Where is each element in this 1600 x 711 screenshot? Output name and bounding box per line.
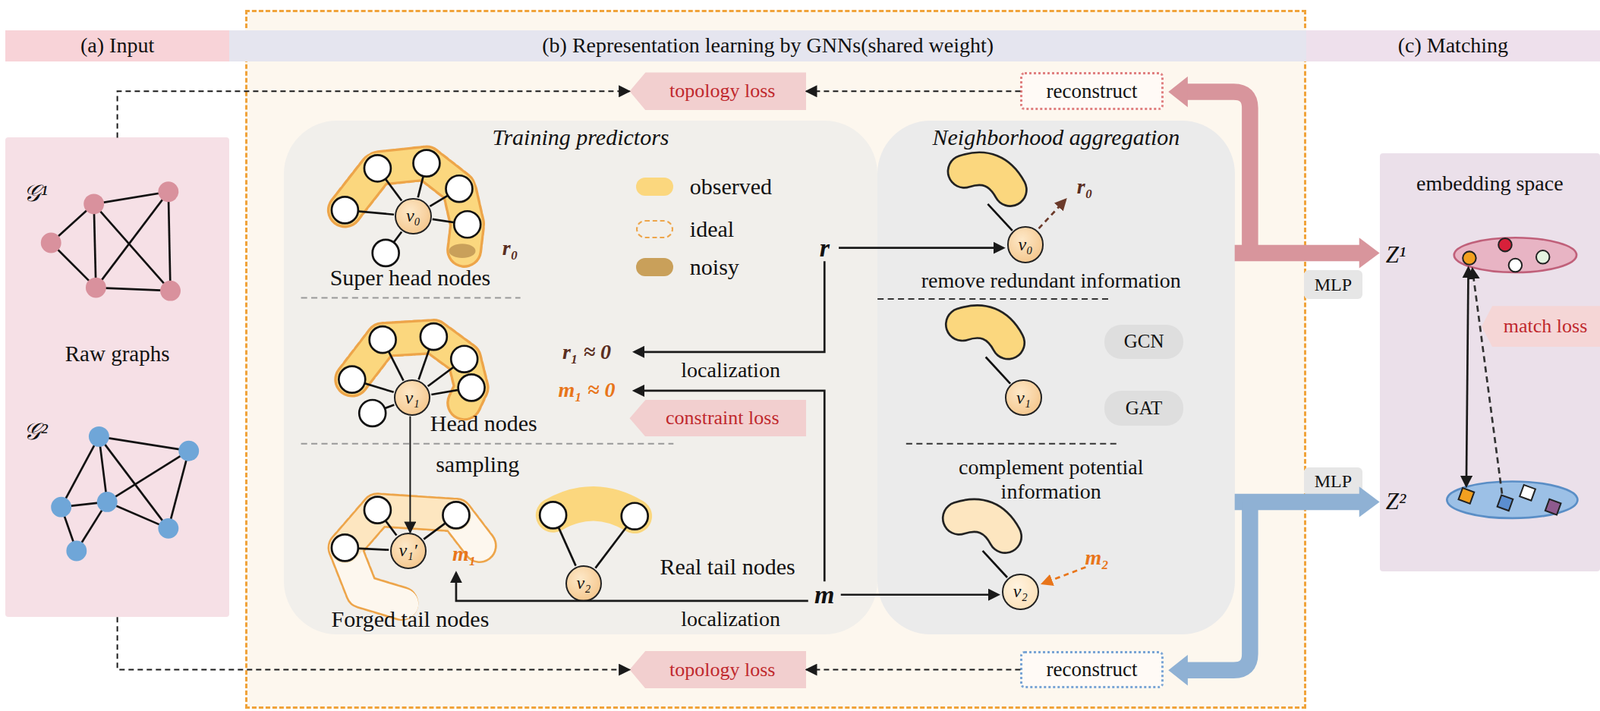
annotation: 𝒢² <box>23 418 48 446</box>
node-label: topology loss <box>669 79 775 103</box>
flow-arrow-head <box>1168 76 1188 108</box>
legend-swatch <box>636 177 675 196</box>
annotation: r₀ <box>1077 174 1093 199</box>
annotation: r <box>819 233 830 263</box>
annotation: complement potential information <box>937 455 1166 504</box>
mlp-box: MLP <box>1303 270 1363 300</box>
gnn-pill: GAT <box>1104 390 1185 426</box>
graph-node: v₀ <box>1007 226 1044 263</box>
legend-label: observed <box>689 173 772 200</box>
panel-title: embedding space <box>1416 171 1564 196</box>
annotation: localization <box>680 607 781 632</box>
graph-node: v₂ <box>565 565 602 602</box>
panel-title: Raw graphs <box>65 341 171 367</box>
flow-arrow <box>1234 245 1362 262</box>
reconstruct-box: reconstruct <box>1020 651 1163 690</box>
annotation: r₀ <box>502 236 519 261</box>
node-label: GAT <box>1125 397 1163 419</box>
annotation: m₁ ≈ 0 <box>558 377 616 403</box>
reconstruct-box: reconstruct <box>1020 72 1163 111</box>
connector-label: sampling <box>435 451 520 478</box>
node-label: constraint loss <box>665 406 780 430</box>
node-label: v₁′ <box>399 540 418 561</box>
node-label: v₂ <box>1013 581 1028 602</box>
graph-node: v₁ <box>1004 379 1042 416</box>
annotation: m <box>814 580 835 610</box>
annotation: localization <box>680 358 781 383</box>
section-band: (b) Representation learning by GNNs(shar… <box>229 30 1306 61</box>
loss-tag: topology loss <box>629 651 807 690</box>
flow-arrow-head <box>1168 655 1188 686</box>
graph-node: v₁′ <box>390 532 427 570</box>
legend-label: noisy <box>689 254 740 281</box>
loss-tag: constraint loss <box>629 400 807 437</box>
node-label: (a) Input <box>80 33 155 58</box>
legend-swatch <box>636 220 675 239</box>
flow-arrow <box>1234 494 1362 511</box>
node-label: v₁ <box>1016 387 1031 409</box>
annotation: Z¹ <box>1385 241 1407 269</box>
node-label: GCN <box>1124 330 1165 353</box>
graph-node: v₀ <box>394 198 432 235</box>
node-label: topology loss <box>669 658 775 682</box>
annotation: Z² <box>1385 488 1407 516</box>
panel: Raw graphs <box>5 137 230 618</box>
node-label: MLP <box>1314 274 1352 296</box>
graph-node: v₂ <box>1001 573 1039 611</box>
panel: Neighborhood aggregation v₀ GCN GAT v₁ v₂ <box>877 120 1235 636</box>
flow-arrow-head <box>1359 486 1380 517</box>
annotation: m₁ <box>452 541 477 567</box>
graph-node: v₁ <box>393 379 431 416</box>
annotation: Real tail nodes <box>659 554 795 580</box>
panel-title: Training predictors <box>491 124 669 151</box>
node-label: v₁ <box>405 387 420 409</box>
gnn-pill: GCN <box>1104 324 1185 360</box>
annotation: Super head nodes <box>330 264 492 291</box>
node-label: v₂ <box>576 573 591 594</box>
node-label: v₀ <box>406 205 421 227</box>
annotation: m₂ <box>1084 545 1109 571</box>
mlp-box: MLP <box>1303 467 1363 497</box>
section-band: (a) Input <box>5 30 230 61</box>
annotation: r₁ ≈ 0 <box>562 340 612 365</box>
panel: embedding space match loss <box>1379 153 1600 572</box>
legend-label: ideal <box>689 216 734 243</box>
flow-arrow-head <box>1359 237 1380 268</box>
node-label: reconstruct <box>1046 658 1138 682</box>
node-label: (c) Matching <box>1398 33 1509 58</box>
connector <box>806 669 1021 671</box>
node-label: v₀ <box>1018 234 1034 256</box>
node-label: (b) Representation learning by GNNs(shar… <box>541 33 994 58</box>
annotation: remove redundant information <box>921 268 1182 293</box>
loss-tag: match loss <box>1481 305 1600 347</box>
section-band: (c) Matching <box>1306 30 1600 61</box>
node-label: match loss <box>1503 314 1588 338</box>
connector <box>806 90 1021 92</box>
annotation: Forged tail nodes <box>331 606 490 633</box>
annotation: 𝒢¹ <box>23 179 48 208</box>
annotation: Head nodes <box>430 410 538 437</box>
panel-title: Neighborhood aggregation <box>932 124 1181 151</box>
node-label: reconstruct <box>1046 79 1138 104</box>
loss-tag: topology loss <box>629 72 807 111</box>
legend-swatch <box>636 258 675 277</box>
node-label: MLP <box>1314 471 1352 492</box>
